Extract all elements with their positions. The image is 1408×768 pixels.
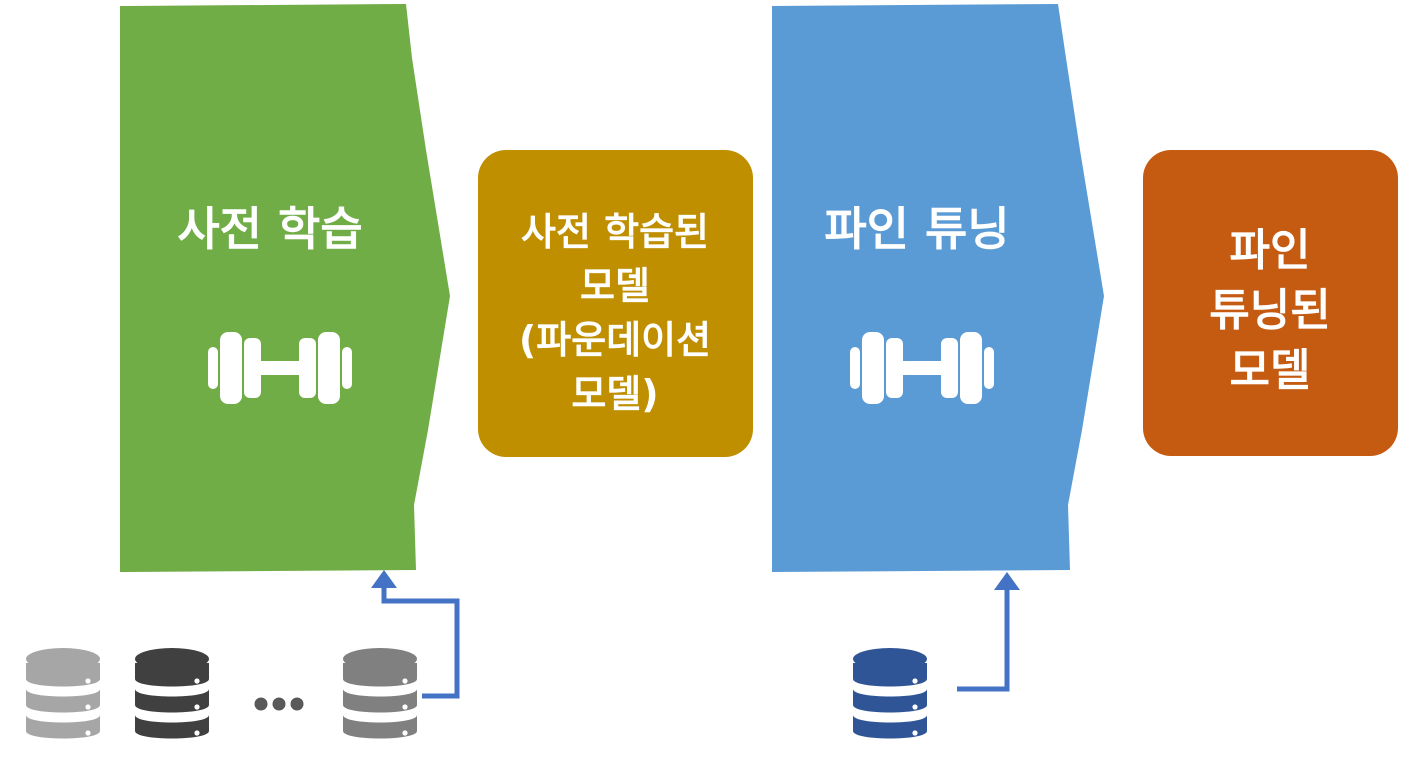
finetuning-datasets	[853, 648, 927, 739]
pretraining-data-arrow	[371, 570, 460, 699]
finetuned-model-line-3: 모델	[1230, 345, 1311, 396]
pretrained-model-line-3: (파운데이션	[519, 318, 711, 362]
finetuning-stage: 파인 튜닝	[772, 4, 1104, 572]
finetuning-stage-shape	[772, 4, 1104, 572]
database-icon	[343, 648, 417, 739]
finetuned-model-shape	[1143, 150, 1398, 456]
pretrained-model-line-1: 사전 학습된	[521, 210, 709, 254]
finetuning-stage-label: 파인 튜닝	[824, 202, 1009, 256]
pretraining-datasets	[26, 648, 417, 739]
finetuned-model-box: 파인 튜닝된 모델	[1143, 150, 1398, 456]
finetuned-model-line-2: 튜닝된	[1209, 285, 1330, 336]
pretraining-stage: 사전 학습	[120, 4, 450, 572]
pretrained-model-line-4: 모델)	[571, 372, 658, 416]
pretrained-model-box: 사전 학습된 모델 (파운데이션 모델)	[478, 150, 753, 457]
database-icon	[26, 648, 100, 739]
finetuned-model-line-1: 파인	[1230, 225, 1311, 276]
pretrained-model-shape	[478, 150, 753, 457]
pretrained-model-line-2: 모델	[580, 264, 650, 308]
pretraining-stage-shape	[120, 4, 450, 572]
database-icon	[853, 648, 927, 739]
pretraining-stage-label: 사전 학습	[177, 202, 362, 256]
ellipsis-icon	[254, 697, 304, 711]
finetuning-data-arrow	[957, 572, 1020, 692]
database-icon	[135, 648, 209, 739]
